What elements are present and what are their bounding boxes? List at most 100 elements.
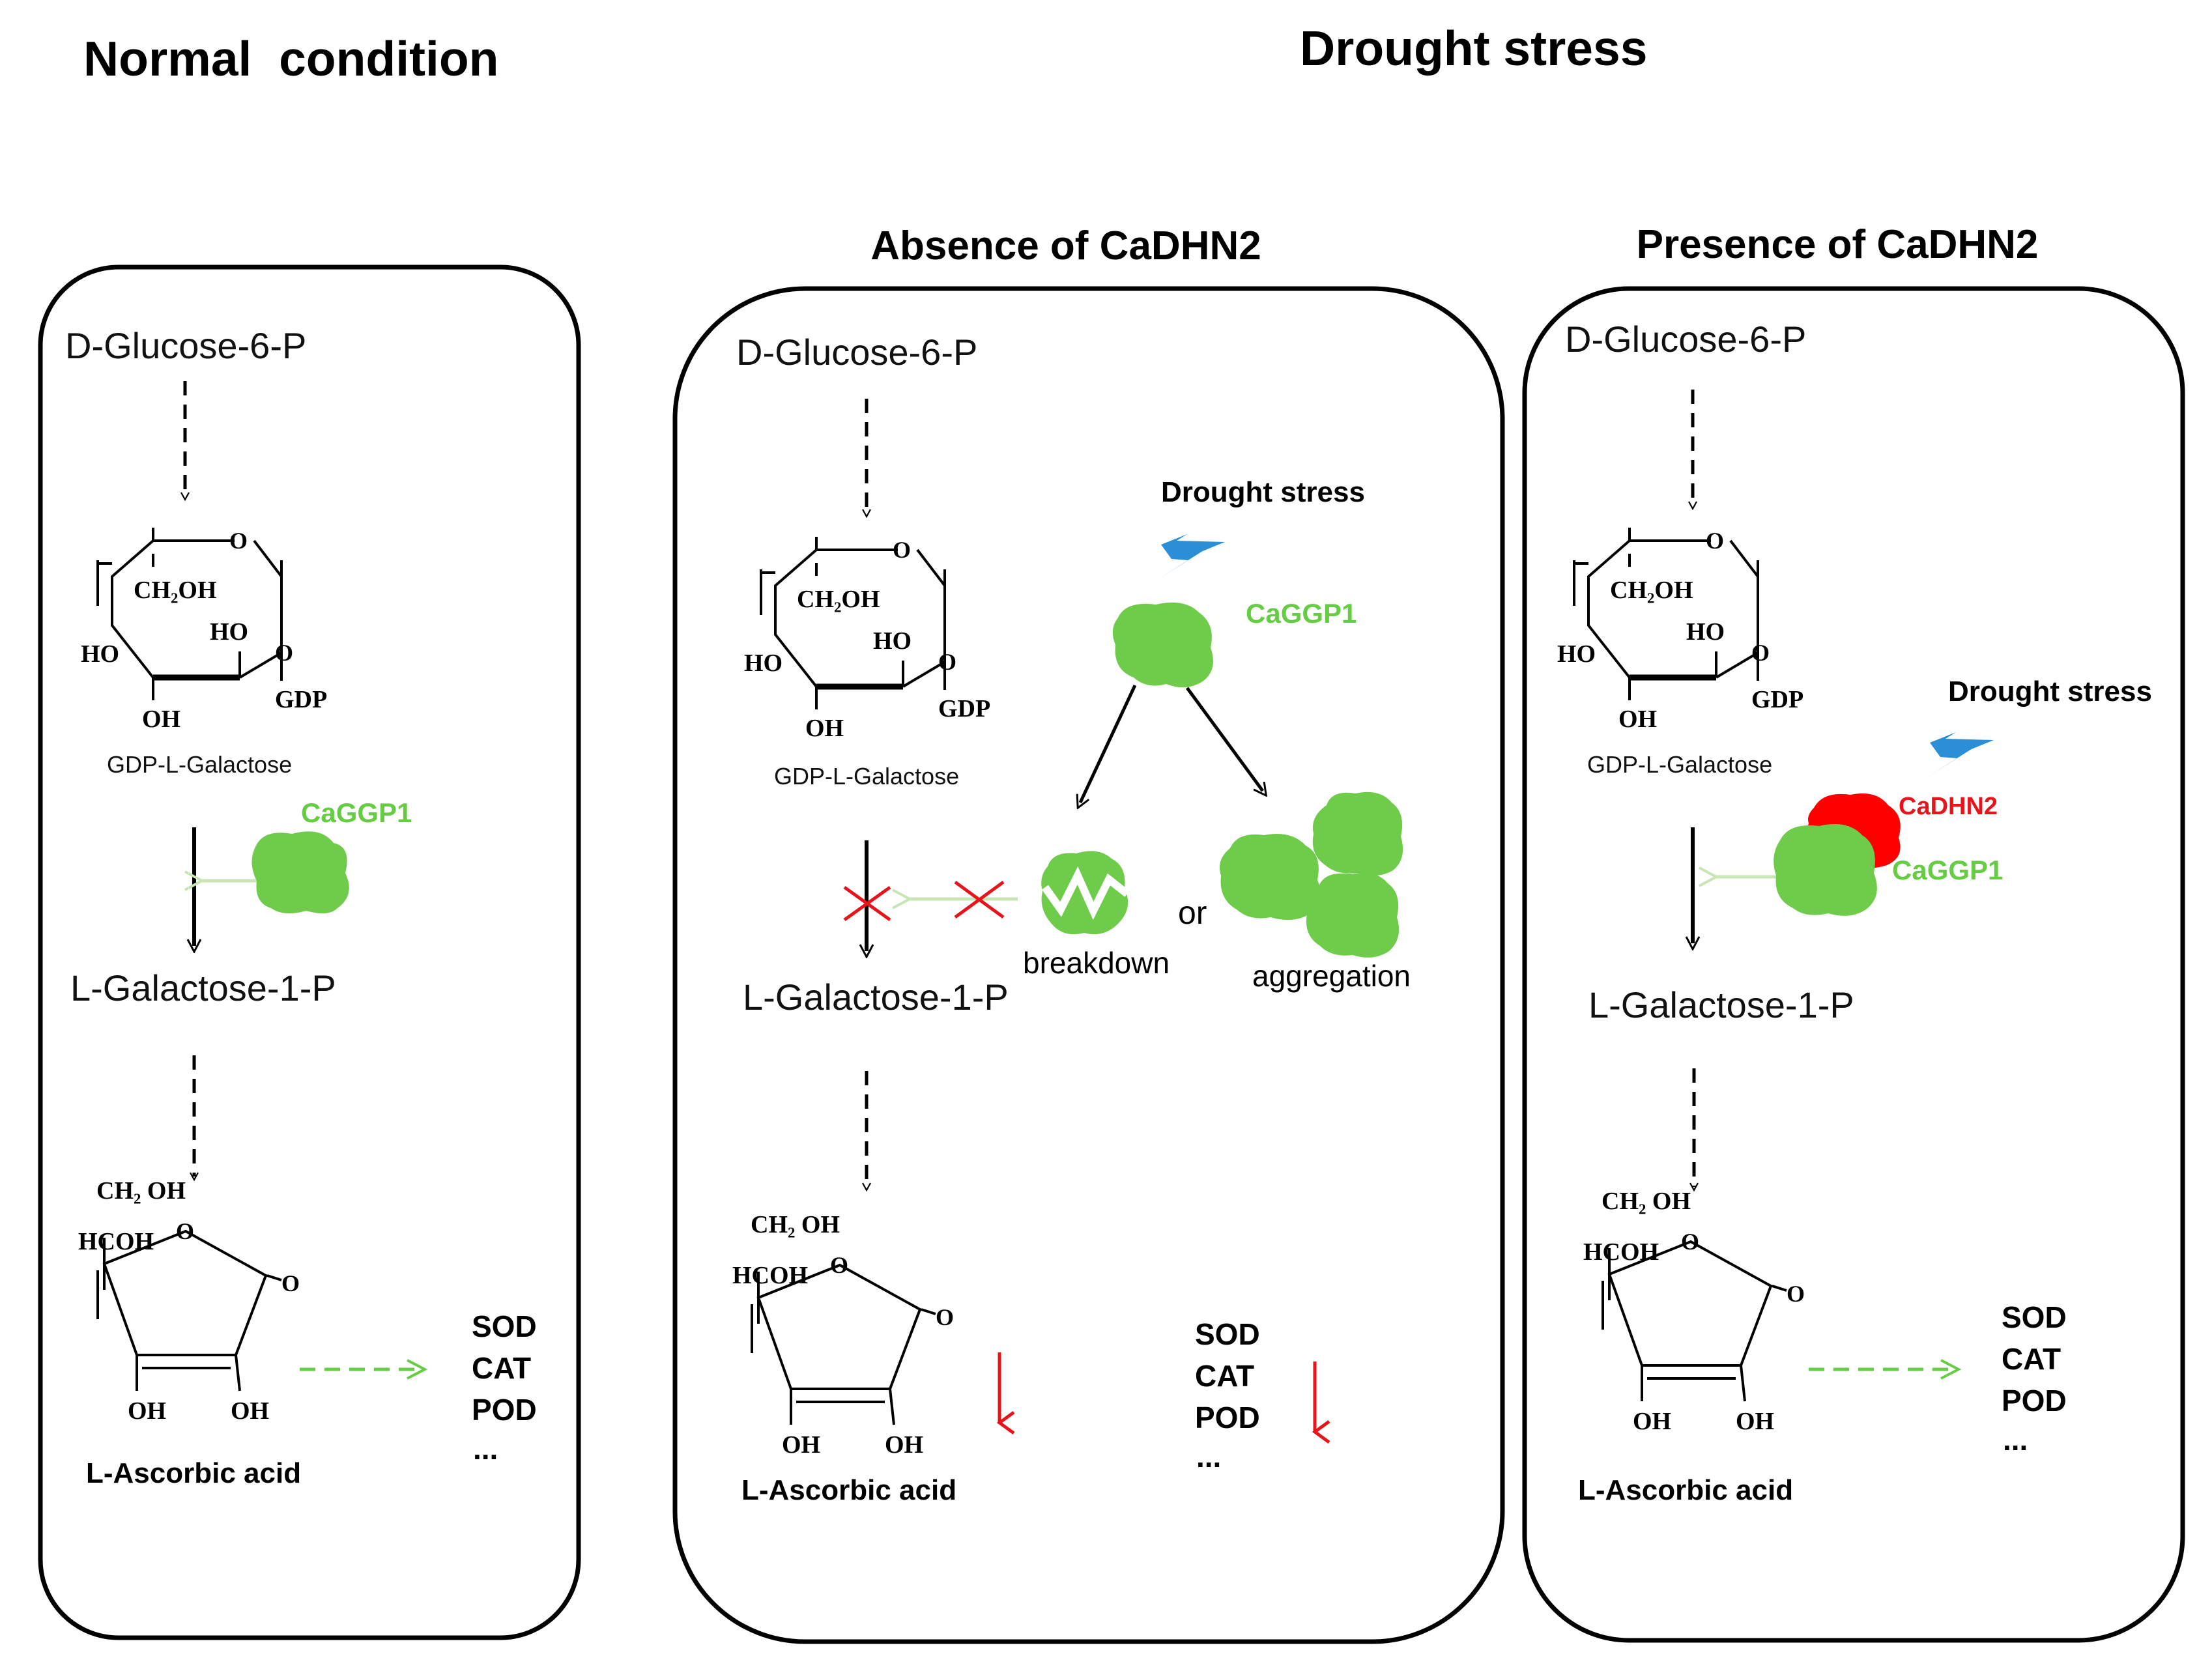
normal-ascorbate-structure: CH₂ OH HCOH O O OH OH <box>78 1177 300 1425</box>
absence-enzyme-pod: POD <box>1195 1401 1260 1434</box>
absence-breakdown-label: breakdown <box>1023 946 1170 980</box>
presence-enzyme-cat: CAT <box>2002 1342 2061 1376</box>
normal-ring-oxygen: O <box>229 528 248 554</box>
presence-gdp-galactose-label: GDP-L-Galactose <box>1587 751 1772 778</box>
absence-keto-o: O <box>936 1304 954 1330</box>
presence-ascorbate-structure: CH₂ OH HCOH O O OH OH <box>1583 1188 1805 1435</box>
absence-caggp1-protein <box>1112 602 1213 688</box>
presence-oh-right-asa: OH <box>1736 1408 1774 1435</box>
absence-oh-bottom-label: OH <box>805 715 844 742</box>
presence-lightning-bolt-icon <box>1926 732 1994 778</box>
normal-oh-bottom-label: OH <box>142 706 180 733</box>
absence-cadhn2-title: Absence of CaDHN2 <box>870 223 1261 268</box>
presence-oh-left-asa: OH <box>1633 1408 1671 1435</box>
normal-caggp1-label: CaGGP1 <box>301 797 412 828</box>
normal-enzyme-more: ... <box>473 1432 498 1466</box>
presence-cadhn2-title: Presence of CaDHN2 <box>1637 222 2039 267</box>
absence-reaction-block-x <box>843 885 891 922</box>
normal-ring-o-asa: O <box>176 1218 194 1244</box>
normal-keto-o: O <box>281 1270 300 1296</box>
normal-hcoh-label: HCOH <box>78 1228 154 1255</box>
normal-enzyme-pod: POD <box>472 1393 537 1427</box>
presence-gal1p-label: L-Galactose-1-P <box>1588 984 1854 1025</box>
absence-ho-left-label: HO <box>744 649 783 677</box>
normal-oh-right-asa: OH <box>231 1397 269 1425</box>
absence-enzyme-more: ... <box>1196 1440 1221 1474</box>
absence-drought-stress-label: Drought stress <box>1161 476 1365 508</box>
absence-aggregation-label: aggregation <box>1252 959 1411 993</box>
normal-enzyme-cat: CAT <box>472 1351 531 1385</box>
absence-oh-right-asa: OH <box>885 1431 923 1459</box>
absence-catalysis-block-x <box>954 880 1005 919</box>
absence-ho-right-label: HO <box>873 627 912 655</box>
presence-enzyme-list: SOD CAT POD ... <box>2002 1300 2067 1457</box>
absence-enzyme-list: SOD CAT POD ... <box>1195 1317 1260 1474</box>
absence-oh-left-asa: OH <box>782 1431 820 1459</box>
presence-caggp1-label: CaGGP1 <box>1892 855 2003 885</box>
normal-glucose-label: D-Glucose-6-P <box>65 325 306 366</box>
absence-ch2oh-top-label: CH₂ OH <box>751 1211 840 1238</box>
absence-arrow-to-breakdown <box>1080 684 1137 803</box>
panel-presence-frame <box>1522 286 2185 1643</box>
presence-ho-left-label: HO <box>1557 640 1596 668</box>
absence-lightning-bolt-icon <box>1157 534 1225 580</box>
absence-gdp-galactose-label: GDP-L-Galactose <box>774 763 959 790</box>
presence-glucose-label: D-Glucose-6-P <box>1565 319 1806 360</box>
presence-asa-label: L-Ascorbic acid <box>1578 1474 1793 1506</box>
normal-gal1p-label: L-Galactose-1-P <box>70 967 336 1008</box>
panel-normal: D-Glucose-6-P O CH₂OH HO HO O OH GDP GDP… <box>65 325 537 1489</box>
presence-ch2oh-top-label: CH₂ OH <box>1602 1188 1691 1215</box>
normal-oh-left-asa: OH <box>128 1397 166 1425</box>
absence-gal1p-label: L-Galactose-1-P <box>743 977 1009 1018</box>
absence-gdp-label: GDP <box>938 695 990 722</box>
normal-glycosidic-o: O <box>275 640 293 666</box>
absence-arrow-to-aggregation <box>1185 687 1263 791</box>
absence-broken-caggp1 <box>1041 851 1130 935</box>
presence-drought-stress-label: Drought stress <box>1948 676 2152 707</box>
presence-enzyme-more: ... <box>2003 1423 2028 1457</box>
normal-gdp-galactose-label: GDP-L-Galactose <box>107 751 292 778</box>
normal-enzyme-list: SOD CAT POD ... <box>472 1309 537 1466</box>
absence-aggregated-caggp1 <box>1219 792 1403 958</box>
drought-stress-title: Drought stress <box>1300 21 1647 76</box>
presence-gdp-label: GDP <box>1751 686 1803 713</box>
presence-keto-o: O <box>1787 1281 1805 1307</box>
absence-glucose-label: D-Glucose-6-P <box>736 332 977 373</box>
presence-ho-right-label: HO <box>1686 618 1725 646</box>
absence-asa-label: L-Ascorbic acid <box>741 1474 956 1506</box>
absence-enzyme-cat: CAT <box>1195 1359 1254 1393</box>
normal-gdp-label: GDP <box>275 686 327 713</box>
absence-ring-oxygen: O <box>893 537 911 563</box>
normal-gdp-galactose-structure: O CH₂OH HO HO O OH GDP <box>81 528 327 733</box>
absence-hcoh-label: HCOH <box>732 1262 808 1289</box>
normal-ch2oh-label: CH₂OH <box>134 577 217 604</box>
absence-gdp-galactose-structure: O CH₂OH HO HO O OH GDP <box>744 537 990 742</box>
presence-glycosidic-o: O <box>1751 640 1770 666</box>
absence-enzyme-sod: SOD <box>1195 1317 1260 1351</box>
presence-ring-o-asa: O <box>1681 1229 1699 1255</box>
presence-cadhn2-label: CaDHN2 <box>1899 793 1998 820</box>
absence-glycosidic-o: O <box>938 649 956 675</box>
normal-ho-left-label: HO <box>81 640 119 668</box>
presence-ch2oh-label: CH₂OH <box>1610 577 1693 604</box>
presence-enzyme-pod: POD <box>2002 1384 2067 1418</box>
absence-or-label: or <box>1178 894 1207 931</box>
absence-caggp1-label: CaGGP1 <box>1246 598 1357 629</box>
absence-ascorbate-structure: CH₂ OH HCOH O O OH OH <box>732 1211 954 1459</box>
presence-oh-bottom-label: OH <box>1618 706 1657 733</box>
presence-enzyme-sod: SOD <box>2002 1300 2067 1334</box>
panel-absence-frame <box>672 286 1505 1644</box>
normal-asa-label: L-Ascorbic acid <box>86 1457 301 1489</box>
presence-hcoh-label: HCOH <box>1583 1238 1659 1266</box>
absence-ch2oh-label: CH₂OH <box>797 586 880 613</box>
normal-ch2oh-top-label: CH₂ OH <box>96 1177 186 1205</box>
normal-condition-title: Normal condition <box>83 31 499 86</box>
normal-enzyme-sod: SOD <box>472 1309 537 1343</box>
panel-presence: D-Glucose-6-P O CH₂OH HO HO O OH GDP GDP… <box>1557 319 2152 1506</box>
presence-caggp1-protein <box>1774 824 1877 916</box>
presence-gdp-galactose-structure: O CH₂OH HO HO O OH GDP <box>1557 528 1803 733</box>
normal-caggp1-protein <box>251 831 349 914</box>
panel-absence: D-Glucose-6-P O CH₂OH HO HO O OH GDP GDP… <box>732 332 1411 1506</box>
normal-ho-right-label: HO <box>210 618 248 646</box>
